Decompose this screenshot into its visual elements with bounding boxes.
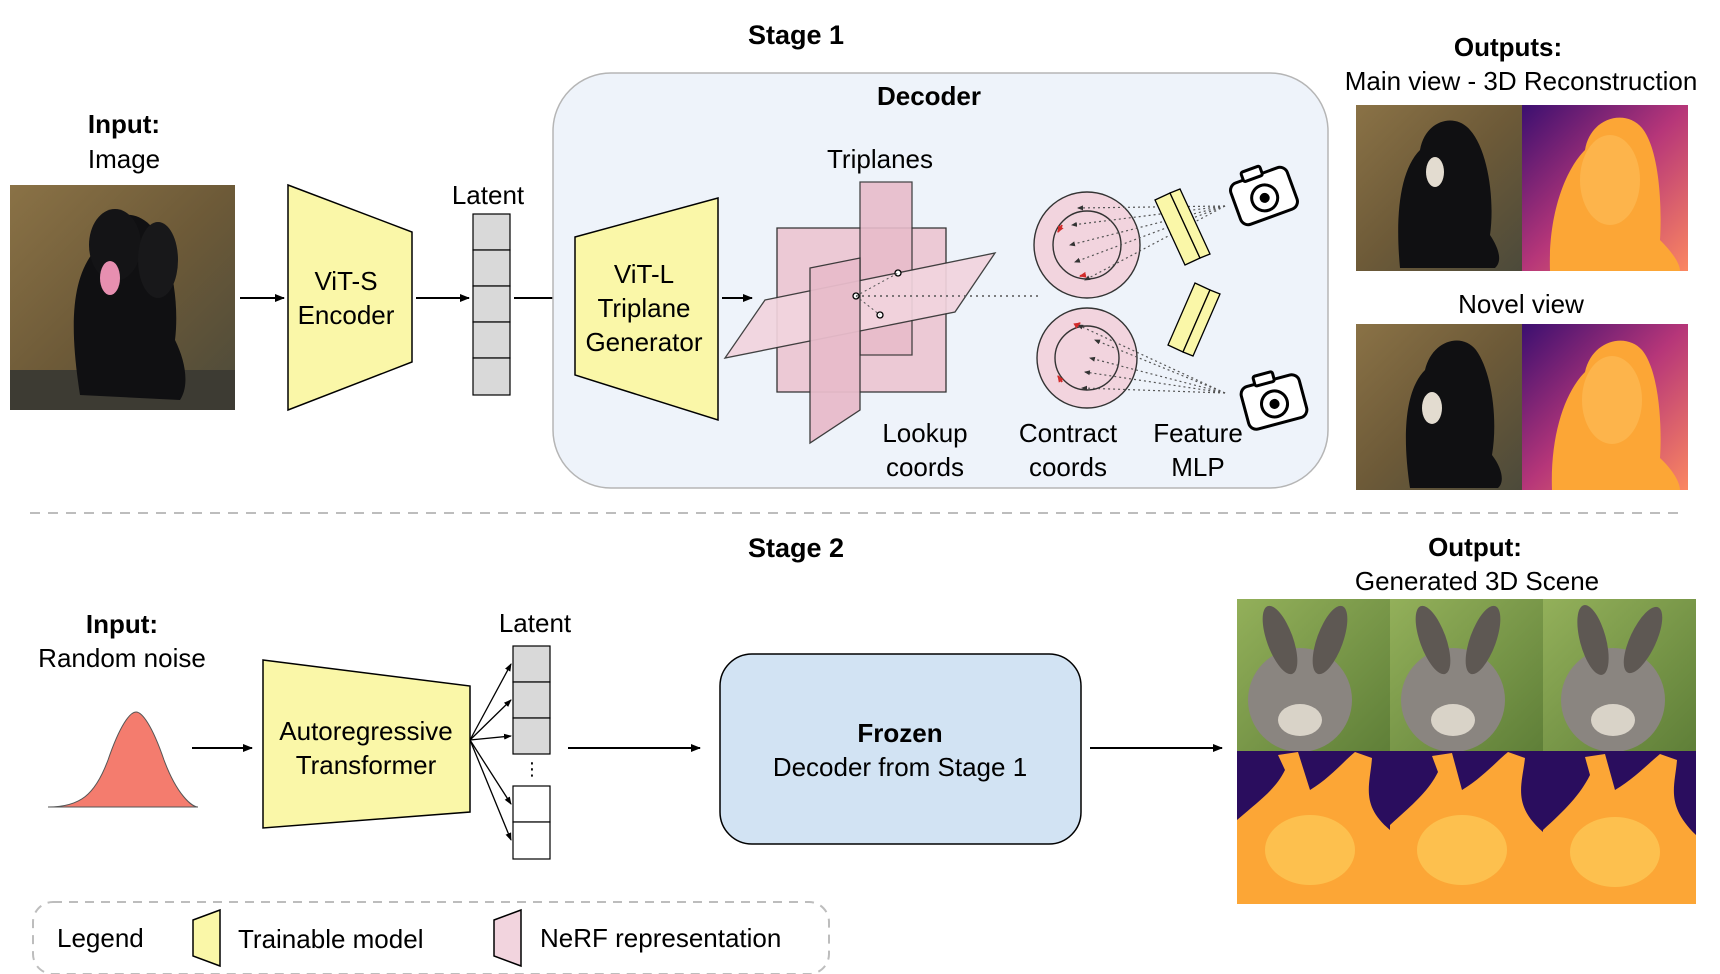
camera-icon	[1239, 370, 1309, 431]
legend-trainable-label: Trainable model	[238, 924, 423, 954]
stage2-latent-label: Latent	[499, 608, 572, 638]
generated-depth-view-1	[1237, 751, 1390, 904]
generated-depth-view-2	[1390, 751, 1543, 904]
encoder-label-1: ViT-S	[314, 266, 377, 296]
novel-view-label: Novel view	[1458, 289, 1584, 319]
svg-text:⋮: ⋮	[523, 759, 541, 779]
input-dog-image	[10, 185, 235, 410]
stage1-input-sub: Image	[88, 144, 160, 174]
generator-label-2: Triplane	[598, 293, 691, 323]
stage1-latent-label: Latent	[452, 180, 525, 210]
decoder-title: Decoder	[877, 81, 981, 111]
main-view-label: Main view - 3D Reconstruction	[1345, 66, 1698, 96]
generator-label-1: ViT-L	[614, 259, 674, 289]
stage2-title: Stage 2	[748, 533, 844, 563]
triplanes-graphic	[723, 181, 1040, 445]
main-view-depth-image	[1522, 105, 1688, 271]
contract-circle-bottom	[1036, 307, 1226, 409]
legend-box	[32, 901, 830, 974]
generated-rgb-view-1	[1237, 599, 1390, 752]
camera-icon	[1229, 164, 1299, 227]
contract-label-1: Contract	[1019, 418, 1118, 448]
stage2-output-label: Output:	[1428, 532, 1522, 562]
generated-rgb-view-2	[1390, 599, 1543, 752]
triplane-generator-block	[574, 197, 719, 422]
autoregressive-arrows	[469, 663, 512, 841]
generated-depth-view-3	[1543, 751, 1696, 904]
novel-view-rgb-image	[1356, 324, 1522, 490]
stage1-latent-vector	[472, 213, 511, 396]
frozen-title: Frozen	[857, 718, 942, 748]
stage1-title: Stage 1	[748, 20, 844, 50]
transformer-block	[262, 659, 471, 829]
frozen-subtitle: Decoder from Stage 1	[773, 752, 1027, 782]
outputs-label: Outputs:	[1454, 32, 1562, 62]
generator-label-3: Generator	[585, 327, 702, 357]
transformer-label-2: Transformer	[296, 750, 437, 780]
encoder-label-2: Encoder	[298, 300, 395, 330]
lookup-label-1: Lookup	[882, 418, 967, 448]
lookup-label-2: coords	[886, 452, 964, 482]
triplanes-label: Triplanes	[827, 144, 933, 174]
legend-nerf-swatch	[493, 908, 522, 968]
encoder-block	[287, 183, 413, 412]
transformer-label-1: Autoregressive	[279, 716, 452, 746]
contract-label-2: coords	[1029, 452, 1107, 482]
generated-rgb-view-3	[1543, 599, 1696, 752]
stage2-output-sub: Generated 3D Scene	[1355, 566, 1599, 596]
main-view-rgb-image	[1356, 105, 1522, 271]
gaussian-noise-curve	[47, 711, 199, 808]
stage2-latent-vector: ⋮	[512, 645, 551, 860]
feature-label-2: MLP	[1171, 452, 1224, 482]
stage2-input-label: Input:	[86, 609, 158, 639]
feature-label-1: Feature	[1153, 418, 1243, 448]
legend-trainable-swatch	[192, 908, 221, 968]
stage2-input-sub: Random noise	[38, 643, 206, 673]
feature-mlp-bottom	[1167, 282, 1221, 357]
legend-title: Legend	[57, 923, 144, 953]
frozen-decoder-box	[719, 653, 1082, 845]
contract-circle-top	[1033, 191, 1226, 299]
novel-view-depth-image	[1522, 324, 1688, 490]
stage1-input-label: Input:	[88, 109, 160, 139]
legend-nerf-label: NeRF representation	[540, 923, 781, 953]
feature-mlp-top	[1154, 188, 1211, 266]
